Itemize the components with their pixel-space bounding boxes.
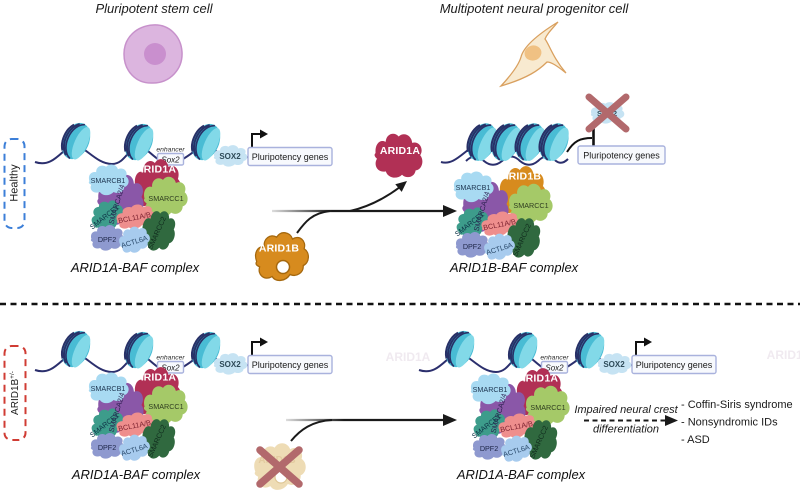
free-arid1a-label: ARID1A bbox=[380, 145, 421, 157]
gene-region-top-right: Pluripotency genes SOX2 bbox=[440, 93, 666, 167]
healthy-label: Healthy bbox=[9, 164, 21, 202]
reaction-arrowhead-bottom bbox=[443, 414, 457, 426]
dna-weave bbox=[465, 155, 569, 166]
pluripotency-genes-box bbox=[577, 145, 666, 165]
lost-arid1b-curve bbox=[290, 419, 333, 442]
stem-cell-illustration bbox=[123, 24, 183, 84]
sox2-cross-icon bbox=[585, 93, 630, 133]
caption-arid1a-baf-top-left: ARID1A-BAF complex bbox=[70, 260, 200, 275]
free-arid1a-blob: ARID1A bbox=[371, 128, 426, 183]
impaired-line2: differentiation bbox=[593, 424, 659, 436]
impaired-line1: Impaired neural crest bbox=[574, 404, 678, 416]
impaired-arrowhead bbox=[665, 415, 678, 426]
title-multipotent: Multipotent neural progenitor cell bbox=[440, 1, 630, 16]
stem-cell-nucleus bbox=[144, 43, 166, 65]
neural-progenitor-illustration bbox=[498, 21, 567, 88]
dna-strand bbox=[440, 149, 469, 164]
arid1a-label: ARID1A bbox=[136, 372, 177, 384]
title-pluripotent: Pluripotent stem cell bbox=[95, 1, 213, 16]
arid1b-label: ARID1B bbox=[501, 171, 542, 183]
caption-arid1a-baf-bottom-left: ARID1A-BAF complex bbox=[71, 467, 201, 482]
baf-complex-bottom-left: ARID1A bbox=[86, 367, 188, 464]
outcome-annotation: Impaired neural crest differentiation - … bbox=[574, 399, 792, 446]
repression-line bbox=[566, 137, 593, 153]
gene-region-bottom-left bbox=[35, 326, 332, 374]
free-arid1b-blob: ARID1B bbox=[252, 229, 311, 284]
reaction-arrowhead-top bbox=[443, 205, 457, 217]
gene-region-bottom-right bbox=[419, 326, 716, 374]
healthy-condition-box bbox=[3, 138, 26, 229]
gene-region-top-left bbox=[35, 118, 332, 166]
mutant-condition-box bbox=[3, 345, 27, 441]
arid1b-incoming-curve bbox=[296, 210, 331, 234]
disease-coffin-siris: - Coffin-Siris syndrome bbox=[681, 399, 793, 411]
caption-arid1a-baf-bottom-right: ARID1A-BAF complex bbox=[456, 467, 586, 482]
arid1a-release-arrowhead bbox=[395, 181, 407, 192]
caption-arid1b-baf: ARID1B-BAF complex bbox=[449, 260, 579, 275]
baf-complex-top-left: ARID1A bbox=[86, 159, 188, 256]
disease-asd: - ASD bbox=[681, 434, 710, 446]
pluripotency-genes-label: Pluripotency genes bbox=[583, 151, 660, 161]
mutant-sup-text: +/- bbox=[9, 371, 16, 379]
disease-nonsyndromic: - Nonsyndromic IDs bbox=[681, 417, 778, 429]
baf-complex-bottom-right: ARID1A bbox=[468, 368, 570, 465]
arid1a-label: ARID1A bbox=[518, 373, 559, 385]
arid1b-cross-icon bbox=[256, 446, 303, 488]
arid1a-release-curve bbox=[349, 186, 401, 212]
arid1a-label: ARID1A bbox=[136, 164, 177, 176]
watermark-arid1a-right: ARID1A bbox=[767, 348, 800, 362]
watermark-arid1a-left: ARID1A bbox=[386, 350, 431, 364]
mutant-label: ARID1B+/- bbox=[9, 371, 21, 415]
neural-cell-nucleus bbox=[524, 45, 542, 61]
free-arid1b-label: ARID1B bbox=[259, 243, 300, 255]
lost-arid1b-blob: ARID1B bbox=[252, 440, 308, 493]
baf-complex-top-right: ARID1B bbox=[451, 166, 553, 263]
arid1b-notch bbox=[275, 259, 291, 275]
mutant-gene-text: ARID1B bbox=[10, 379, 21, 415]
